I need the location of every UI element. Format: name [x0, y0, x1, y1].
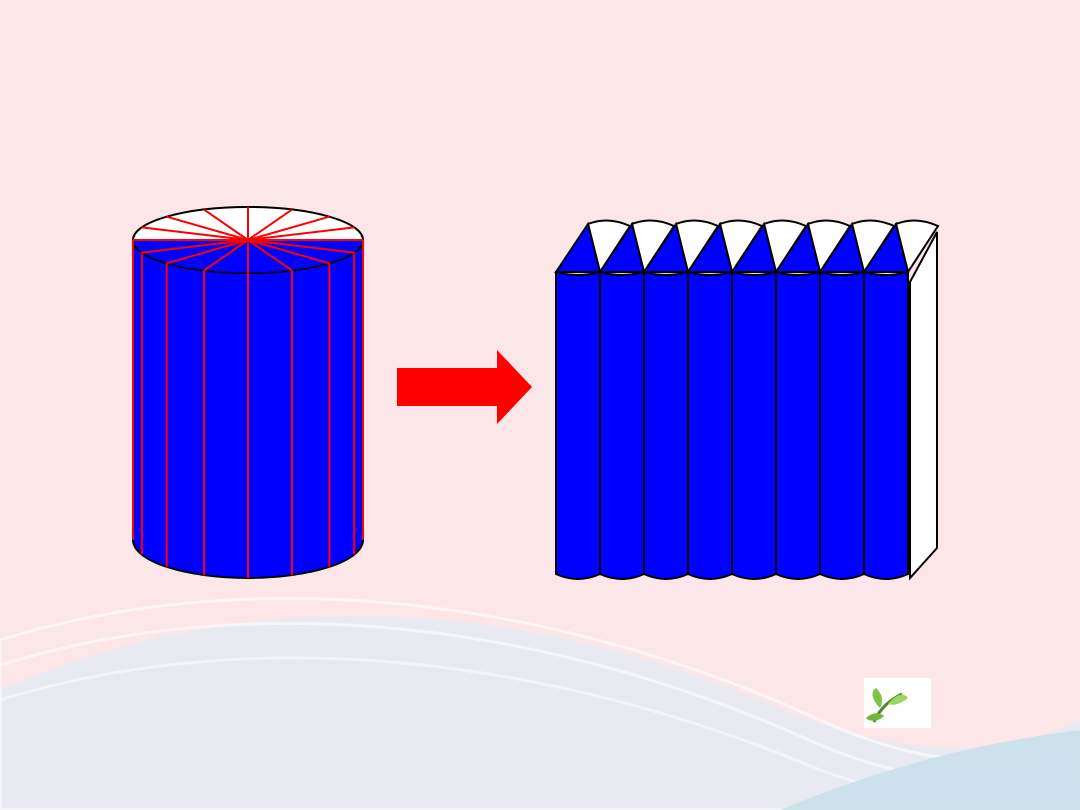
radial-cut-line	[203, 239, 249, 272]
radial-cut-line	[141, 239, 249, 254]
wedge-slant-face	[598, 221, 646, 273]
wedge-slant-face	[730, 221, 778, 273]
radial-cut-line	[247, 208, 293, 241]
cylinder-figure	[132, 206, 364, 579]
wave-background	[0, 596, 1080, 810]
wedge-body	[863, 270, 909, 580]
radial-cut-line	[247, 239, 330, 265]
wedge-slant-face	[686, 221, 734, 273]
radial-cut-line	[166, 239, 249, 265]
radial-cut-line	[203, 208, 249, 241]
wedge-slant-face	[554, 221, 602, 273]
wedge-slant-face	[818, 221, 866, 273]
radial-cut-line	[247, 226, 355, 241]
radial-cut-line	[247, 239, 355, 254]
wedge-body	[819, 270, 865, 580]
leaf-nav-icon[interactable]	[864, 678, 931, 728]
wedge-body	[555, 270, 601, 580]
wedge-body	[687, 270, 733, 580]
wedge-top-cap	[894, 219, 940, 275]
radial-cut-line	[141, 226, 249, 241]
wedge-slant-face	[862, 221, 910, 273]
wedge-slant-face	[642, 221, 690, 273]
radial-cut-line	[247, 239, 293, 272]
cylinder-cut-lines	[132, 207, 364, 578]
wedge-body	[775, 270, 821, 580]
transform-arrow	[397, 350, 532, 424]
end-face	[909, 231, 938, 581]
wedge-body	[643, 270, 689, 580]
radial-cut-line	[247, 215, 330, 241]
wedge-body	[599, 270, 645, 580]
wedge-slant-face	[774, 221, 822, 273]
wedge-body	[731, 270, 777, 580]
radial-cut-line	[166, 215, 249, 241]
rearranged-figure	[554, 219, 940, 581]
